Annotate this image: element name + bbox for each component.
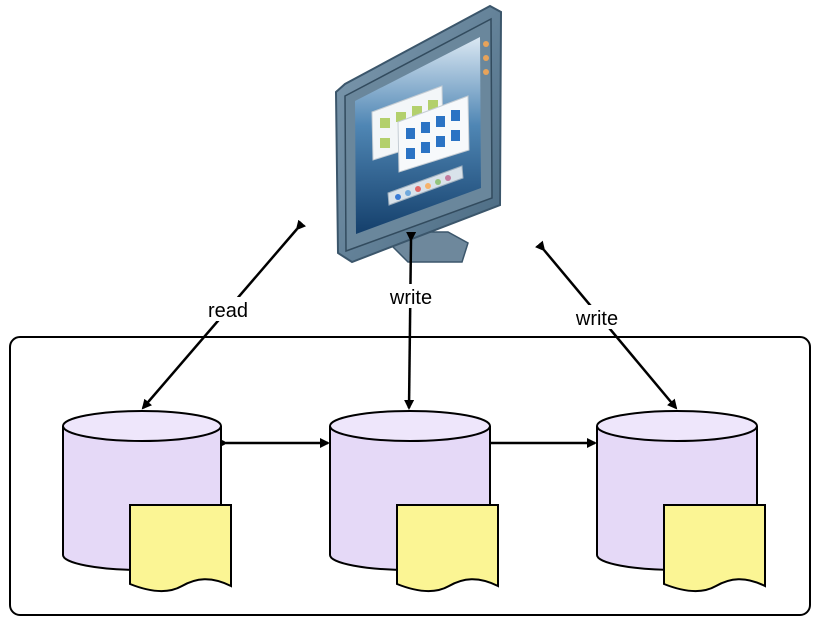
database-cylinder-top [329, 410, 491, 442]
file-icon [421, 122, 430, 133]
write-arrow-center [404, 231, 417, 410]
file-icon [406, 128, 415, 139]
folder-icon [380, 118, 390, 128]
dock-icon [415, 186, 421, 192]
write-center-label-bg [382, 284, 440, 308]
database-1 [62, 410, 232, 592]
folder-icon [412, 106, 422, 116]
database-3 [596, 410, 766, 592]
folder-icon [428, 100, 438, 110]
file-icon [451, 130, 460, 141]
folder-icon [396, 112, 406, 122]
dock-icon [445, 175, 451, 181]
write-center-label: write [389, 287, 432, 309]
dock-icon [435, 179, 441, 185]
database-cylinder-top [62, 410, 222, 442]
document-icon [663, 504, 766, 592]
file-icon [451, 110, 460, 121]
write-right-label-bg [568, 305, 626, 329]
read-label: read [208, 300, 248, 322]
database-cylinder-top [596, 410, 758, 442]
side-icon [483, 55, 489, 61]
side-icon [483, 69, 489, 75]
write-right-label: write [575, 308, 618, 330]
dock-icon [395, 194, 401, 200]
dock-icon [425, 183, 431, 189]
file-icon [421, 142, 430, 153]
file-icon [436, 136, 445, 147]
folder-icon [380, 138, 390, 148]
document-icon [129, 504, 232, 592]
document-icon [396, 504, 499, 592]
database-2 [329, 410, 499, 592]
file-icon [436, 116, 445, 127]
read-label-bg [202, 297, 254, 321]
dock-icon [405, 190, 411, 196]
side-icon [483, 41, 489, 47]
computer-monitor-icon [334, 4, 503, 264]
file-icon [406, 148, 415, 159]
